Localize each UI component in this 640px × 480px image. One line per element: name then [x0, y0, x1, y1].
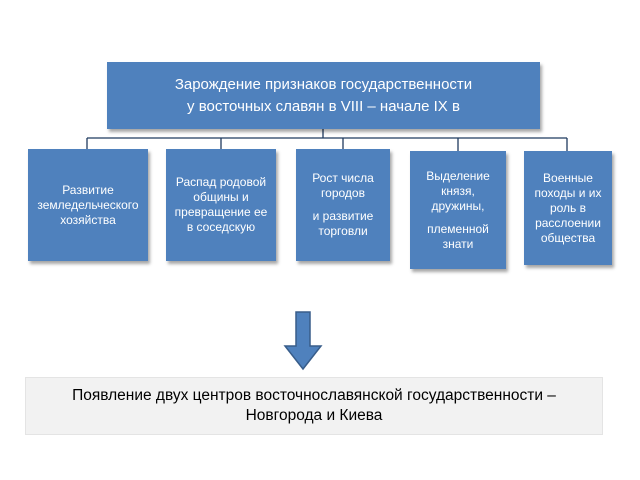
factor-line: Рост числа	[312, 171, 374, 185]
title-line-1: Зарождение признаков государственности	[174, 75, 473, 93]
factor-box-agriculture: Развитие земледельческого хозяйства	[28, 149, 148, 261]
factor-box-community: Распад родовой общины и превращение ее в…	[166, 149, 276, 261]
factor-line: походы и их	[534, 185, 602, 200]
factor-line: роль в	[549, 200, 587, 215]
factor-line: превращение ее	[174, 205, 268, 219]
factor-box-cities: Рост числа городов и развитие торговли	[296, 149, 390, 261]
factor-line: общины и	[193, 190, 249, 204]
down-arrow-icon	[283, 311, 323, 371]
factor-line: Выделение	[426, 168, 490, 183]
factor-box-prince: Выделение князя, дружины, племенной знат…	[410, 151, 506, 269]
factor-line: Военные	[543, 170, 593, 185]
factor-line: земледельческого	[37, 197, 139, 212]
result-line-1: Появление двух центров восточнославянско…	[72, 387, 556, 404]
factor-line: князя,	[441, 183, 475, 198]
factor-line: общества	[540, 230, 596, 245]
factor-line: дружины,	[431, 198, 485, 213]
factor-line: знати	[442, 236, 474, 251]
factor-line: городов	[321, 186, 365, 200]
factor-line: в соседскую	[186, 220, 256, 234]
factor-line: хозяйства	[60, 212, 116, 227]
factor-line: расслоении	[535, 215, 601, 230]
result-box: Появление двух центров восточнославянско…	[25, 377, 603, 435]
factor-line: и развитие	[312, 209, 374, 223]
factor-line: Распад родовой	[175, 175, 267, 189]
factor-line: племенной	[427, 221, 489, 236]
factor-line: торговли	[318, 224, 368, 238]
factor-line: Развитие	[62, 182, 114, 197]
result-line-2: Новгорода и Киева	[245, 407, 383, 424]
title-line-2: у восточных славян в VIII – начале IX в	[187, 97, 460, 115]
title-box: Зарождение признаков государственности у…	[107, 62, 540, 129]
factor-box-campaigns: Военные походы и их роль в расслоении об…	[524, 151, 612, 265]
